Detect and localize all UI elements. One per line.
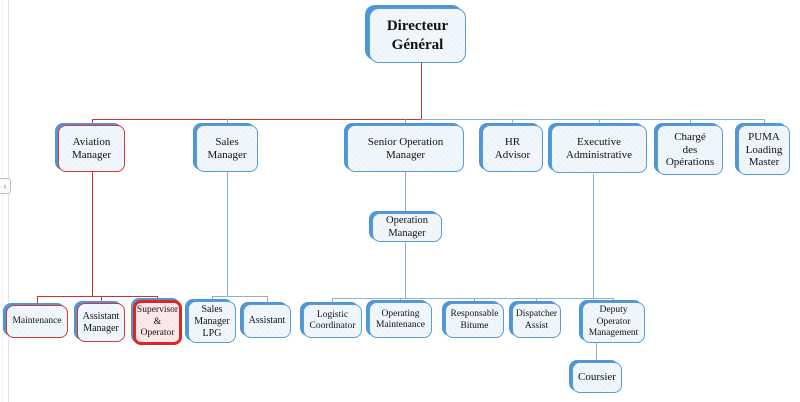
page-edge-line-inner (8, 0, 9, 402)
collapse-pane-handle[interactable]: ‹ (0, 178, 11, 194)
org-node-directeur-general[interactable]: Directeur Général (369, 8, 466, 63)
org-node-supervisor-operator[interactable]: Supervisor & Operator (133, 300, 182, 345)
connector-sales-bus (212, 296, 267, 297)
org-node-sales-manager-lpg[interactable]: Sales Manager LPG (188, 301, 236, 343)
org-node-assistant-manager[interactable]: Assistant Manager (77, 303, 125, 342)
org-node-operation-manager[interactable]: Operation Manager (372, 213, 442, 242)
connector-stub-assistant (267, 296, 268, 304)
connector-aviation-drop (92, 172, 93, 296)
org-node-operating-maintenance[interactable]: Operating Maintenance (369, 302, 432, 338)
org-node-responsable-bitume[interactable]: Responsable Bitume (445, 303, 504, 338)
connector-stub-executive (599, 119, 600, 125)
connector-stub-sales (227, 119, 228, 125)
connector-executive-drop (593, 174, 594, 298)
org-node-puma-loading-master[interactable]: PUMA Loading Master (738, 125, 790, 175)
connector-root-drop (421, 63, 422, 119)
connector-operation-bus (332, 298, 614, 299)
connector-deputy-to-coursier (596, 343, 597, 362)
connector-stub-hr (512, 119, 513, 125)
connector-stub-supervisor-operator (157, 296, 158, 300)
chevron-left-icon: ‹ (3, 181, 7, 191)
org-node-assistant[interactable]: Assistant (243, 304, 291, 338)
connector-l2-bus-blue (421, 119, 764, 120)
org-node-executive-administrative[interactable]: Executive Administrative (551, 125, 647, 173)
org-node-charge-des-operations[interactable]: Chargé des Opérations (657, 125, 723, 175)
page-edge-line-outer (2, 0, 3, 402)
org-node-hr-advisor[interactable]: HR Advisor (482, 125, 543, 172)
connector-l2-bus-red (92, 119, 421, 120)
org-node-dispatcher-assist[interactable]: Dispatcher Assist (512, 303, 561, 338)
connector-stub-sales-manager-lpg (212, 296, 213, 301)
connector-stub-responsable-bitume (474, 298, 475, 303)
org-node-sales-manager[interactable]: Sales Manager (196, 125, 258, 172)
connector-stub-deputy (613, 298, 614, 302)
connector-stub-maintenance (37, 296, 38, 305)
connector-aviation-bus (37, 296, 158, 297)
org-node-aviation-manager[interactable]: Aviation Manager (58, 125, 125, 172)
connector-stub-logistic (332, 298, 333, 304)
connector-stub-operating-maintenance (400, 298, 401, 302)
org-node-deputy-operator-management[interactable]: Deputy Operator Management (582, 302, 645, 343)
connector-operation-drop (405, 242, 406, 298)
connector-stub-puma (764, 119, 765, 125)
org-node-senior-operation-manager[interactable]: Senior Operation Manager (347, 125, 464, 172)
org-node-maintenance[interactable]: Maintenance (6, 305, 68, 338)
org-node-logistic-coordinator[interactable]: Logistic Coordinator (303, 304, 362, 338)
connector-stub-assistant-manager (101, 296, 102, 303)
connector-stub-charge (690, 119, 691, 125)
connector-sales-drop (227, 172, 228, 296)
org-node-coursier[interactable]: Coursier (572, 362, 622, 393)
connector-senior-to-operation (405, 172, 406, 213)
connector-stub-senior-operation (405, 119, 406, 125)
connector-stub-aviation (92, 119, 93, 125)
connector-stub-dispatcher (536, 298, 537, 303)
